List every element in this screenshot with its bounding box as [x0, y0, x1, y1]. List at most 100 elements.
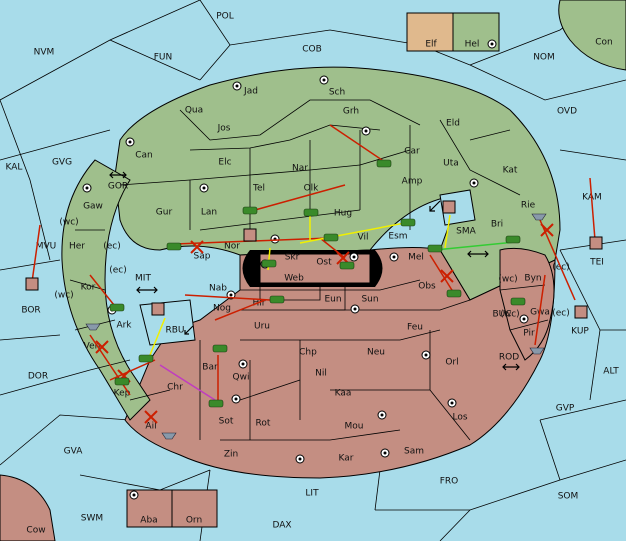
- label-tei: TEI: [589, 258, 604, 268]
- label-byn: Byn: [524, 274, 541, 284]
- label-kor: Kor: [81, 283, 96, 293]
- army-unit-icon: [269, 295, 285, 304]
- label-chr: Chr: [167, 383, 183, 393]
- label-her: Her: [69, 242, 85, 252]
- label-mvu: MVU: [36, 242, 57, 252]
- label-nom: NOM: [533, 53, 555, 63]
- army-unit-icon: [446, 289, 462, 298]
- army-unit-icon: [323, 233, 339, 242]
- label-kat: Kat: [503, 166, 518, 176]
- supply-center-icon: [421, 350, 431, 360]
- territory-borders: [69, 99, 549, 441]
- label-esm: Esm: [388, 232, 407, 242]
- sea-labels: POL NVM FUN COB NOM Con OVD KAL GVG KAM …: [6, 12, 620, 536]
- label-cob: COB: [302, 45, 322, 55]
- move-arrow: [254, 184, 346, 211]
- label-ail: Ail: [145, 422, 156, 432]
- label-uta: Uta: [443, 159, 459, 169]
- label-qwi: Qwi: [233, 373, 250, 383]
- label-elc: Elc: [218, 158, 231, 168]
- label-skr: Skr: [285, 253, 300, 263]
- label-som: SOM: [558, 492, 579, 502]
- channel-arrow-icon: [136, 286, 158, 294]
- label-nog: Nog: [213, 304, 231, 314]
- territory-orn[interactable]: [171, 489, 218, 528]
- label-pir: Pir: [523, 329, 535, 339]
- channel-arrow-icon: [467, 250, 489, 258]
- army-unit-icon: [505, 235, 521, 244]
- label-nil: Nil: [315, 369, 327, 379]
- label-buc: BUC: [492, 310, 511, 320]
- label-coast-ec-gwa: (ec): [552, 309, 570, 319]
- dislodge-markers: [95, 223, 554, 424]
- supply-center-icon: [361, 126, 371, 136]
- label-con: Con: [595, 38, 613, 48]
- supply-centers: [82, 75, 529, 500]
- label-sun: Sun: [361, 295, 378, 305]
- label-hir: Hir: [253, 299, 266, 309]
- army-unit-icon: [510, 297, 526, 306]
- label-sot: Sot: [219, 417, 234, 427]
- move-arrow: [214, 299, 266, 321]
- label-chp: Chp: [299, 348, 317, 358]
- label-swm: SWM: [81, 514, 103, 524]
- fort-icon: [442, 200, 456, 214]
- elf-labels: Skr Web Ost Nab Eun Sun Obs Byn Gwa Pir …: [140, 253, 550, 526]
- label-kup: KUP: [571, 327, 589, 337]
- label-jad: Jad: [243, 87, 258, 97]
- move-arrow: [534, 274, 546, 346]
- supply-center-icon: [319, 75, 329, 85]
- fleet-unit-icon: [85, 323, 101, 331]
- fleets[interactable]: [85, 213, 547, 440]
- army-unit-icon: [400, 218, 416, 227]
- label-car: Car: [404, 147, 420, 157]
- territory-con[interactable]: [558, 0, 626, 71]
- label-feu: Feu: [407, 323, 423, 333]
- move-arrow: [184, 294, 271, 301]
- supply-center-icon: [469, 178, 479, 188]
- fort-icon: [243, 228, 257, 242]
- label-dax: DAX: [272, 521, 291, 531]
- army-unit-icon: [427, 244, 443, 253]
- army-unit-icon: [261, 259, 277, 268]
- territory-cow[interactable]: [0, 474, 56, 541]
- label-rot: Rot: [256, 419, 271, 429]
- label-bar: Bar: [202, 363, 218, 373]
- supply-center-icon: [377, 410, 387, 420]
- channel-arrow-icon: [184, 325, 194, 335]
- label-coast-wc-gwa: (wc): [500, 310, 519, 320]
- move-arrow: [429, 254, 456, 296]
- label-zin: Zin: [224, 450, 238, 460]
- label-nvm: NVM: [34, 48, 55, 58]
- sea-sma-pocket: [439, 189, 476, 226]
- label-nab: Nab: [209, 284, 227, 294]
- label-coast-wc-byn: (wc): [498, 275, 517, 285]
- supply-center-icon: [447, 398, 457, 408]
- army-unit-icon: [339, 261, 355, 270]
- label-orn: Orn: [186, 516, 202, 526]
- army-unit-icon: [242, 206, 258, 215]
- legend-hel-label: Hel: [465, 40, 480, 50]
- label-grh: Grh: [343, 107, 359, 117]
- label-nor: Nor: [224, 242, 240, 252]
- label-pol: POL: [216, 12, 234, 22]
- label-rie: Rie: [521, 201, 536, 211]
- x-marker-icon: [144, 410, 158, 424]
- supply-center-icon: [232, 81, 242, 91]
- label-fro: FRO: [440, 477, 459, 487]
- core-inner: [259, 253, 371, 284]
- label-kal: KAL: [6, 163, 23, 173]
- move-arrow: [539, 219, 576, 301]
- supply-center-icon: [350, 304, 360, 314]
- coast-forts: [25, 200, 603, 319]
- move-arrow: [31, 224, 41, 283]
- label-gvp: GVP: [556, 404, 575, 414]
- label-uru: Uru: [254, 322, 270, 332]
- label-nar: Nar: [292, 164, 308, 174]
- support-arrow: [444, 214, 451, 249]
- hel-armies[interactable]: [109, 159, 526, 408]
- label-sch: Sch: [329, 88, 345, 98]
- label-bor: BOR: [21, 306, 40, 316]
